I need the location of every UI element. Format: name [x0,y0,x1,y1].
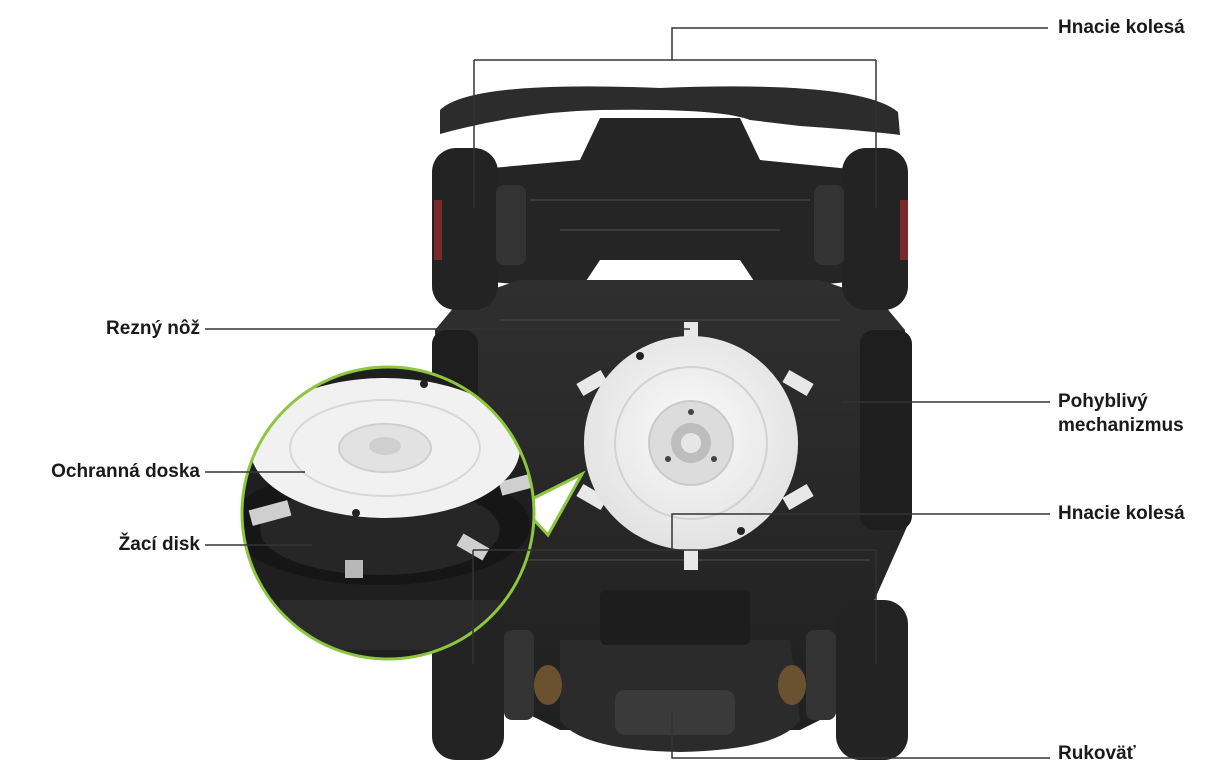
leader-handle [671,712,1050,759]
mower-body [432,86,912,752]
leader-lines [205,27,1050,759]
zoom-callout [240,365,586,661]
label-floating-mechanism-line1: Pohyblivý [1058,391,1148,412]
label-handle: Rukoväť [1058,743,1136,764]
label-floating-mechanism-line2: mechanizmus [1058,415,1184,436]
leader-drive-wheels-bottom [472,513,1050,664]
front-bumper [440,86,900,135]
upper-chassis [470,118,870,290]
zoom-ring [240,365,536,661]
drive-wheel-top-right [814,148,908,310]
side-panel-right [860,330,912,530]
label-cutting-blade: Rezný nôž [106,318,200,339]
handle-grip [615,690,735,735]
drive-wheel-bottom-right [806,600,908,760]
label-cutting-disc: Žací disk [118,534,200,555]
drive-wheel-top-left [432,148,526,310]
blade-plate [576,322,814,570]
label-drive-wheels-top: Hnacie kolesá [1058,17,1185,38]
leader-drive-wheels-top [473,27,1048,208]
label-drive-wheels-bottom: Hnacie kolesá [1058,503,1185,524]
label-protective-plate: Ochranná doska [51,461,200,482]
